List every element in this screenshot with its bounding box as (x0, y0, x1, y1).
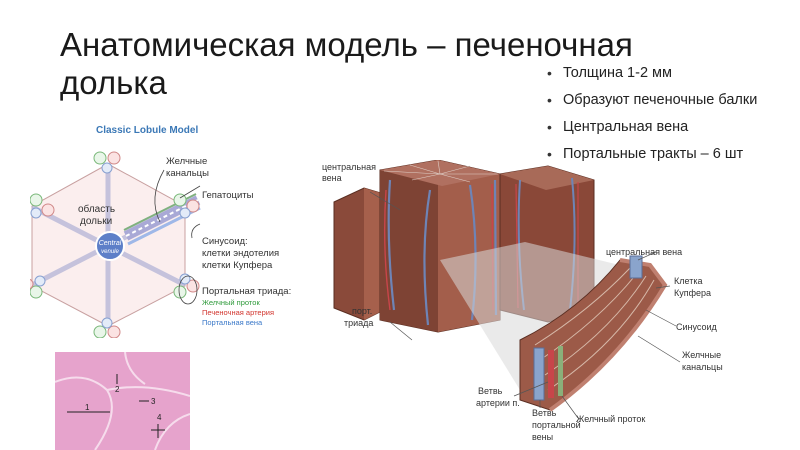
bile-canaliculi-label-2: канальцы (166, 168, 209, 179)
hepatic-artery-label: Печеночная артерия (202, 308, 274, 317)
label-artery-branch-1: Ветвь (478, 386, 503, 396)
label-kupffer-2: Купфера (674, 288, 711, 298)
bile-canaliculi-label-1: Желчные (166, 156, 207, 167)
classic-lobule-diagram: Classic Lobule Model Central venule обла… (30, 125, 291, 338)
micrograph-background (55, 352, 190, 450)
label-portal-vein-branch-2: портальной (532, 420, 581, 430)
micro-label-1: 1 (85, 403, 90, 412)
region-label-1: область (78, 203, 115, 215)
label-bile-canaliculi-2: канальцы (682, 362, 723, 372)
leader-lines (154, 169, 201, 305)
hepatocytes-label: Гепатоциты (202, 190, 254, 201)
bullet-item: Портальные тракты – 6 шт (545, 147, 795, 163)
label-bile-canaliculi-1: Желчные (682, 350, 721, 360)
bullet-item: Центральная вена (545, 120, 795, 136)
label-portal-triad-1: порт. (352, 306, 372, 316)
bullet-item: Толщина 1-2 мм (545, 66, 795, 82)
micro-label-2: 2 (115, 385, 120, 394)
region-label-2: дольки (80, 216, 112, 227)
label-portal-vein-branch-1: Ветвь (532, 408, 557, 418)
label-artery-branch-2: артерии п. (476, 398, 520, 408)
label-sinusoid: Синусоид (676, 322, 718, 332)
bullet-item: Образуют печеночные балки (545, 93, 795, 109)
sinusoid-label-1: Синусоид: (202, 236, 248, 247)
label-central-vein-top-2: вена (322, 173, 342, 183)
label-bile-duct: Желчный проток (576, 414, 645, 424)
bullet-list: Толщина 1-2 мм Образуют печеночные балки… (545, 66, 795, 174)
label-central-vein-top-1: центральная (322, 162, 376, 172)
portal-triad-label: Портальная триада: (202, 286, 291, 297)
slide-title: Анатомическая модель – печеночная долька (60, 26, 700, 102)
label-central-vein: центральная вена (606, 247, 682, 257)
micro-label-3: 3 (151, 397, 156, 406)
portal-vein-label: Портальная вена (202, 318, 263, 327)
lobule-boundaries (55, 352, 190, 450)
central-vein-label-2: venule (101, 249, 119, 255)
slide-title-line-2: долька (60, 64, 167, 101)
arrow-4 (151, 424, 165, 438)
radiating-plates (383, 160, 498, 183)
central-vein-circle (95, 231, 125, 261)
label-portal-vein-branch-3: вены (532, 432, 553, 442)
histology-micrograph: 1 2 3 4 (55, 352, 190, 450)
portal-triads (30, 151, 200, 338)
central-vein-label-1: Central (99, 240, 122, 247)
magnified-section (519, 255, 668, 412)
bile-duct-label: Желчный проток (202, 298, 260, 307)
right-leader-lines (369, 191, 681, 419)
slide-title-line-1: Анатомическая модель – печеночная (60, 26, 633, 63)
sinusoid-label-3: клетки Купфера (202, 260, 273, 271)
lobule-heading: Classic Lobule Model (96, 125, 198, 136)
label-kupffer-1: Клетка (674, 276, 702, 286)
sinusoid-label-2: клетки эндотелия (202, 248, 279, 259)
micro-label-4: 4 (157, 413, 162, 422)
label-portal-triad-2: триада (344, 318, 373, 328)
lobule-3d-diagram: центральная вена порт. триада центральна… (322, 160, 723, 442)
